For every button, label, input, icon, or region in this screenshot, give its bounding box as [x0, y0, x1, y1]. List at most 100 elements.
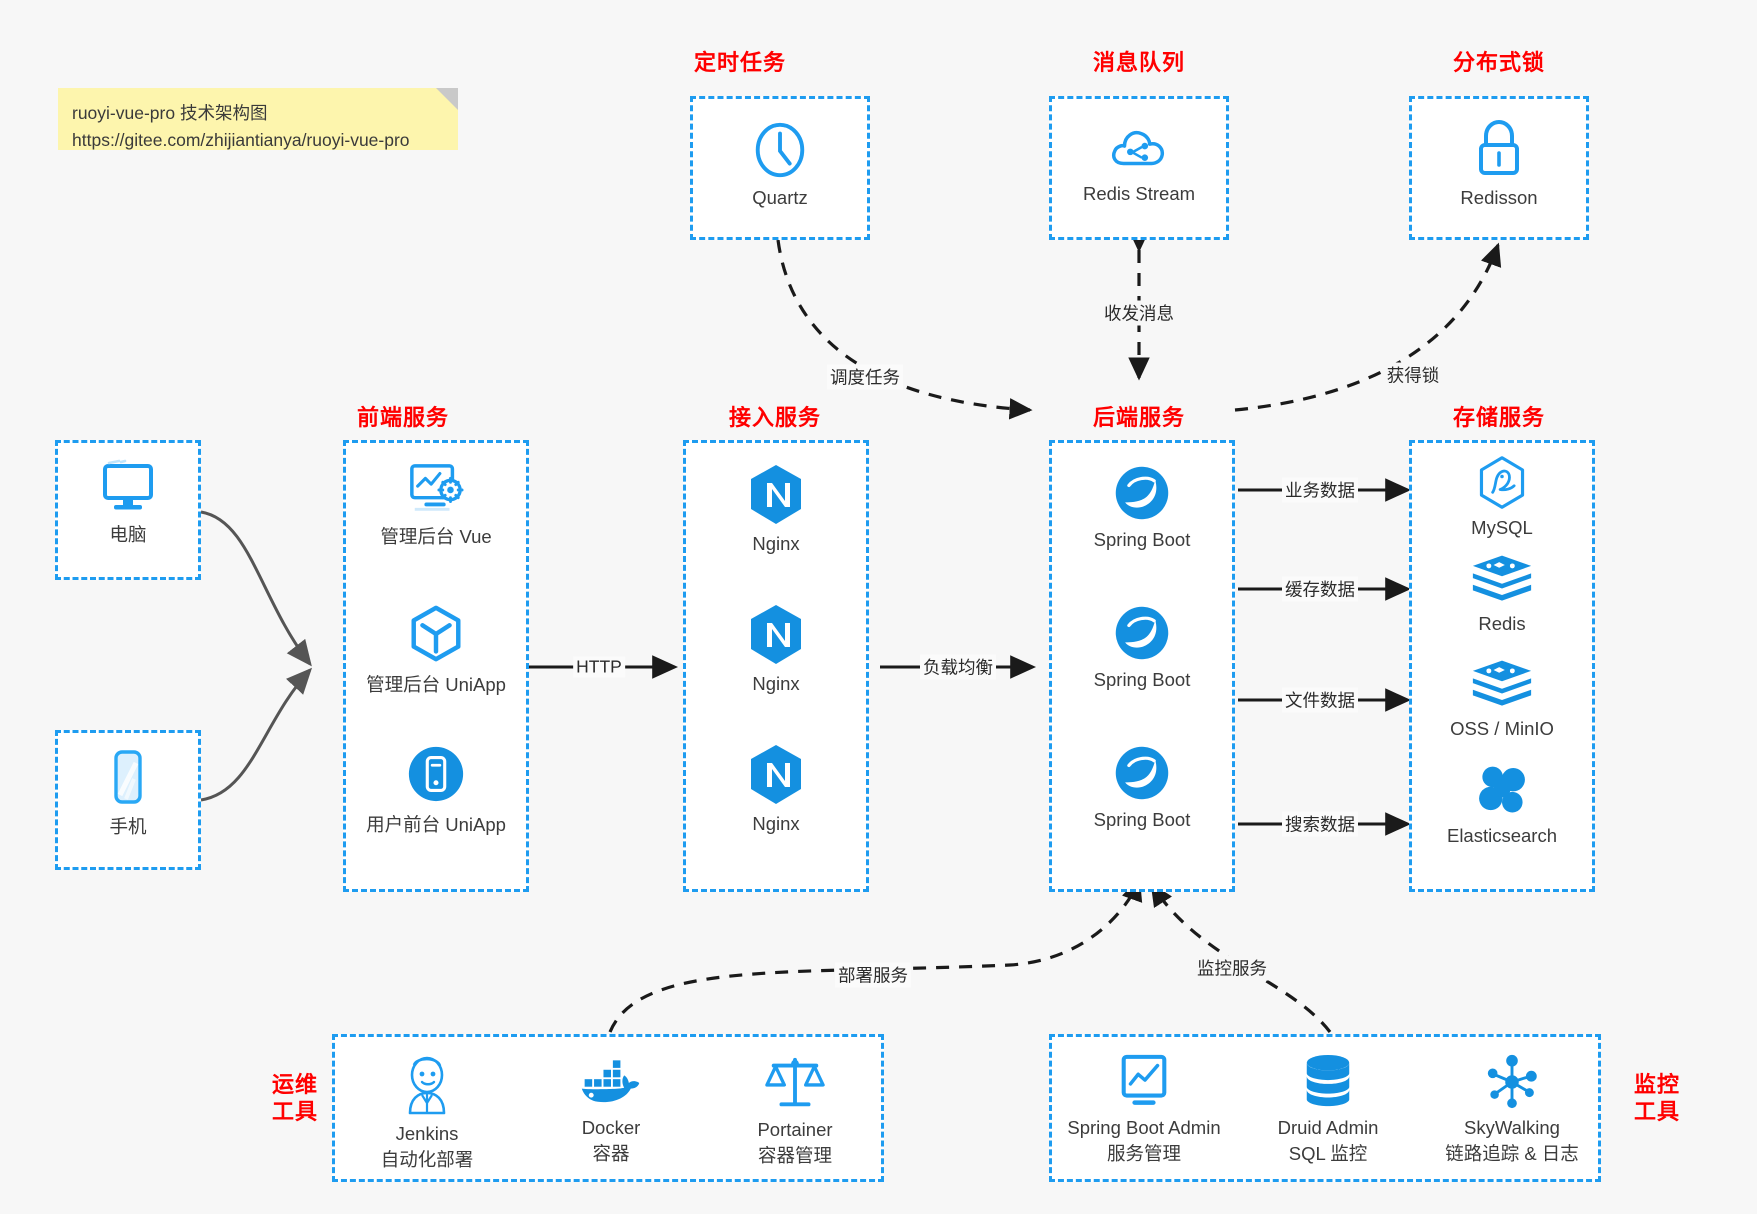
node-nginx-2[interactable]: Nginx: [686, 603, 866, 695]
node-portainer[interactable]: Portainer 容器管理: [703, 1053, 887, 1168]
node-label-jenkins: Jenkins: [395, 1123, 459, 1144]
node-label-phone: 手机: [109, 816, 147, 837]
node-label-druid-admin: Druid Admin: [1277, 1117, 1379, 1138]
note-line-1: ruoyi-vue-pro 技术架构图: [72, 103, 268, 123]
edge-label-load-balance: 负载均衡: [920, 654, 996, 680]
node-label-portainer: Portainer: [757, 1119, 833, 1140]
node-sublabel-spring-boot-admin: 服务管理: [1106, 1143, 1181, 1164]
dashboard-icon: [410, 464, 464, 511]
database-icon: [1306, 1054, 1350, 1107]
node-label-admin-uniapp: 管理后台 UniApp: [366, 674, 506, 695]
node-mysql[interactable]: MySQL: [1412, 455, 1592, 539]
node-label-redisson: Redisson: [1460, 187, 1538, 208]
edge-label-business-data: 业务数据: [1282, 477, 1358, 503]
node-label-skywalking: SkyWalking: [1464, 1117, 1560, 1138]
network-nodes-icon: [1487, 1054, 1537, 1109]
group-title-gateway: 接入服务: [728, 405, 821, 430]
group-box-backend: Spring Boot Spring Boot Spring Boot: [1049, 440, 1235, 892]
edge-label-cache-data: 缓存数据: [1282, 576, 1358, 602]
node-skywalking[interactable]: SkyWalking 链路追踪 & 日志: [1420, 1053, 1604, 1166]
group-box-pc: 电脑: [55, 440, 201, 580]
docker-icon: [581, 1060, 640, 1103]
node-nginx-1[interactable]: Nginx: [686, 463, 866, 555]
group-title-devops-line1: 运维: [271, 1072, 318, 1097]
scales-icon: [765, 1057, 825, 1107]
group-box-monitor: Spring Boot Admin 服务管理 Druid Admin SQL 监…: [1049, 1034, 1601, 1182]
edge-label-deploy-service: 部署服务: [835, 962, 911, 988]
jenkins-icon: [408, 1056, 446, 1115]
edge-schedule-task: [776, 239, 1033, 420]
node-sublabel-skywalking: 链路追踪 & 日志: [1445, 1143, 1579, 1164]
node-jenkins[interactable]: Jenkins 自动化部署: [335, 1053, 519, 1172]
node-label-mysql: MySQL: [1471, 517, 1533, 538]
node-spring-boot-3[interactable]: Spring Boot: [1052, 743, 1232, 831]
node-druid-admin[interactable]: Druid Admin SQL 监控: [1236, 1053, 1420, 1166]
node-admin-vue[interactable]: 管理后台 Vue: [346, 461, 526, 549]
node-oss[interactable]: OSS / MinIO: [1412, 658, 1592, 740]
smartphone-icon: [114, 750, 142, 804]
node-label-spring-boot-1: Spring Boot: [1093, 529, 1191, 550]
edge-label-file-data: 文件数据: [1282, 687, 1358, 713]
node-redis[interactable]: Redis: [1412, 553, 1592, 635]
edge-phone-to-frontend: [200, 667, 313, 802]
node-spring-boot-admin[interactable]: Spring Boot Admin 服务管理: [1052, 1053, 1236, 1166]
node-pc[interactable]: 电脑: [58, 459, 198, 547]
note-fold-corner: [436, 88, 458, 110]
lock-icon: [1479, 119, 1519, 175]
node-label-redis: Redis: [1478, 613, 1526, 634]
node-label-spring-boot-3: Spring Boot: [1093, 809, 1191, 830]
edge-label-schedule-task: 调度任务: [827, 364, 903, 390]
mobile-circle-icon: [408, 746, 464, 802]
group-box-lock: Redisson: [1409, 96, 1589, 240]
nginx-icon: [751, 745, 801, 804]
group-title-devops-line2: 工具: [271, 1098, 318, 1124]
redis-icon: [1472, 555, 1532, 601]
node-redis-stream[interactable]: Redis Stream: [1052, 119, 1226, 205]
group-title-monitor-line2: 工具: [1633, 1098, 1680, 1124]
spring-boot-icon: [1115, 606, 1169, 660]
group-box-devops: Jenkins 自动化部署 Docker 容器: [332, 1034, 884, 1182]
node-label-oss: OSS / MinIO: [1450, 718, 1554, 739]
node-label-spring-boot-admin: Spring Boot Admin: [1067, 1117, 1221, 1138]
node-label-nginx-2: Nginx: [752, 673, 800, 694]
sticky-note: ruoyi-vue-pro 技术架构图 https://gitee.com/zh…: [58, 88, 458, 150]
note-line-2: https://gitee.com/zhijiantianya/ruoyi-vu…: [72, 130, 410, 151]
node-sublabel-jenkins: 自动化部署: [380, 1149, 474, 1170]
node-docker[interactable]: Docker 容器: [519, 1053, 703, 1166]
group-title-lock: 分布式锁: [1452, 50, 1545, 75]
group-box-frontend: 管理后台 Vue 管理后台 UniApp 用户前台 UniApp: [343, 440, 529, 892]
group-title-backend: 后端服务: [1092, 405, 1185, 430]
group-box-gateway: Nginx Nginx Nginx: [683, 440, 869, 892]
node-user-uniapp[interactable]: 用户前台 UniApp: [346, 743, 526, 837]
mysql-icon: [1479, 456, 1525, 509]
node-phone[interactable]: 手机: [58, 749, 198, 839]
node-quartz[interactable]: Quartz: [693, 119, 867, 209]
node-sublabel-portainer: 容器管理: [757, 1145, 832, 1166]
group-box-mq: Redis Stream: [1049, 96, 1229, 240]
node-label-redis-stream: Redis Stream: [1082, 183, 1196, 204]
node-admin-uniapp[interactable]: 管理后台 UniApp: [346, 603, 526, 697]
node-spring-boot-1[interactable]: Spring Boot: [1052, 463, 1232, 551]
node-redisson[interactable]: Redisson: [1412, 117, 1586, 209]
group-box-schedule: Quartz: [690, 96, 870, 240]
group-title-devops: 运维 工具: [255, 1072, 335, 1126]
edge-acquire-lock: [1234, 242, 1502, 412]
node-spring-boot-2[interactable]: Spring Boot: [1052, 603, 1232, 691]
node-elasticsearch[interactable]: Elasticsearch: [1412, 761, 1592, 847]
elasticsearch-icon: [1479, 766, 1525, 813]
edge-deploy-service: [608, 877, 1143, 1033]
node-label-nginx-1: Nginx: [752, 533, 800, 554]
monitor-icon: [103, 459, 153, 510]
edge-label-acquire-lock: 获得锁: [1383, 362, 1443, 388]
node-label-user-uniapp: 用户前台 UniApp: [366, 814, 506, 835]
group-title-mq: 消息队列: [1092, 50, 1185, 75]
nginx-icon: [751, 465, 801, 524]
cloud-node-icon: [1112, 131, 1164, 166]
group-title-storage: 存储服务: [1452, 405, 1545, 430]
clock-icon: [755, 122, 805, 178]
edge-label-search-data: 搜索数据: [1282, 811, 1358, 837]
node-label-quartz: Quartz: [752, 187, 808, 208]
node-nginx-3[interactable]: Nginx: [686, 743, 866, 835]
node-sublabel-druid-admin: SQL 监控: [1288, 1143, 1368, 1164]
